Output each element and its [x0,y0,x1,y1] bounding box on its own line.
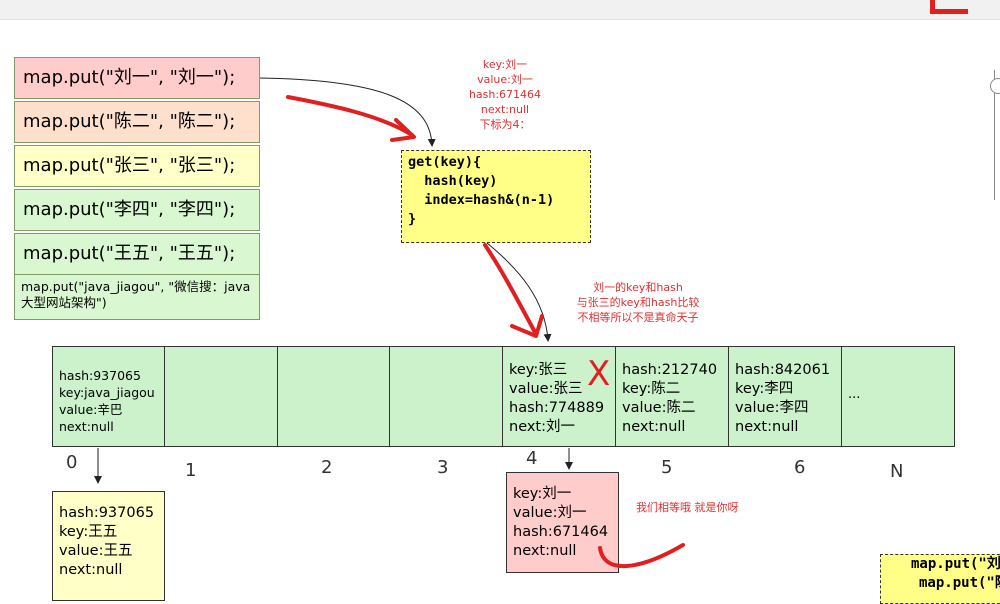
right-code-line-2: map.put("陈 [919,575,1000,591]
note-key-liu-yi: key:刘一 value:刘一 hash:671464 next:null 下标… [455,57,555,132]
put-statement-1: map.put("刘一", "刘一"); [14,57,260,99]
red-stroke-2 [483,243,538,336]
note-line: 刘一的key和hash [593,281,683,294]
node-under-0: hash:937065 key:王五 value:王五 next:null [52,491,165,601]
red-stroke-2-head [510,314,544,338]
hash-array: hash:937065 key:java_jiagou value:辛巴 nex… [52,346,955,447]
arrow-put-to-get [259,77,436,147]
index-3: 3 [437,457,449,478]
index-n: N [890,461,904,482]
arrow-get-to-cell4 [486,242,552,342]
index-4: 4 [526,448,538,469]
note-line: 不相等所以不是真命天子 [577,311,699,324]
put-statement-3: map.put("张三", "张三"); [14,145,260,187]
right-panel-circle [990,78,1000,94]
red-stroke-1 [286,95,414,137]
array-cell-1 [164,346,278,447]
array-cell-4: key:张三 value:张三 hash:774889 next:刘一 [502,346,616,447]
array-cell-6: hash:842061 key:李四 value:李四 next:null [728,346,842,447]
note-line: value:刘一 [477,73,533,86]
array-cell-n: ... [841,346,955,447]
red-corner-glyph [930,0,968,14]
note-line: key:刘一 [482,58,528,71]
node-under-4: key:刘一 value:刘一 hash:671464 next:null [506,472,619,573]
put-statement-5: map.put("王五", "王五"); [14,233,260,275]
note-equal: 我们相等哦 就是你呀 [636,501,739,514]
put-statement-4: map.put("李四", "李四"); [14,189,260,231]
index-0: 0 [66,452,78,473]
red-stroke-1-head [390,118,416,142]
top-strip [0,0,1000,20]
index-5: 5 [661,457,673,478]
note-line: hash:671464 [468,88,542,101]
put-statement-6: map.put("java_jiagou", "微信搜：java大型网站架构") [14,274,260,320]
put-statement-2: map.put("陈二", "陈二"); [14,101,260,143]
get-function-box: get(key){ hash(key) index=hash&(n-1) } [401,150,591,243]
cross-mark: X [587,354,611,394]
right-panel-frame [994,70,1000,200]
right-code-line-1: map.put("刘 [911,556,1000,572]
note-compare: 刘一的key和hash 与张三的key和hash比较 不相等所以不是真命天子 [563,280,713,325]
index-1: 1 [185,460,197,481]
note-line: next:null [480,103,530,116]
index-6: 6 [794,457,806,478]
array-cell-5: hash:212740 key:陈二 value:陈二 next:null [615,346,729,447]
note-line: 与张三的key和hash比较 [576,296,700,309]
index-2: 2 [321,457,333,478]
array-cell-2 [277,346,390,447]
array-cell-0: hash:937065 key:java_jiagou value:辛巴 nex… [52,346,165,447]
note-line: 下标为4： [479,118,531,131]
red-underline [598,543,685,569]
array-cell-3 [389,346,503,447]
